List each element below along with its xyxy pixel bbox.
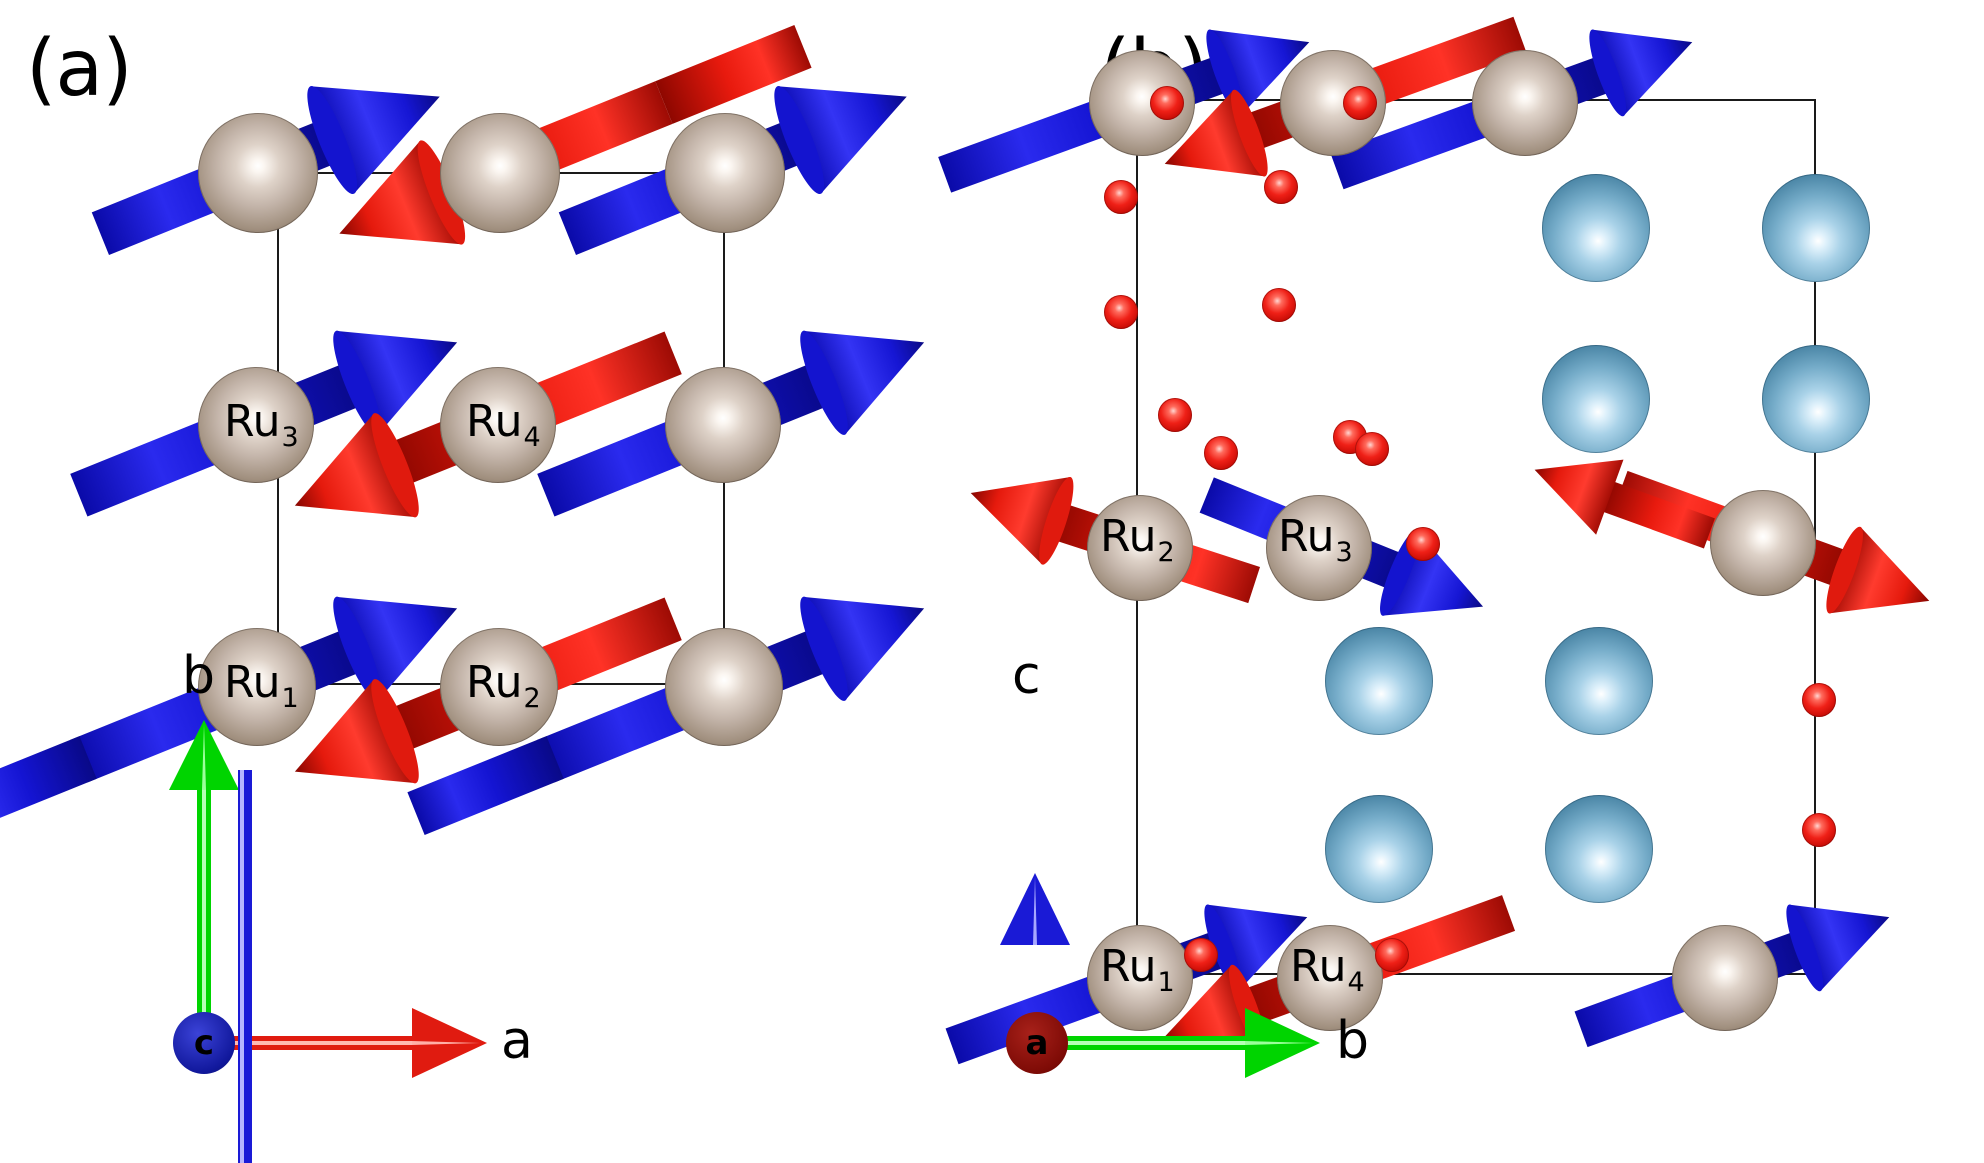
axis-arrow-a bbox=[204, 1008, 487, 1078]
atom-ca bbox=[1542, 174, 1650, 282]
atom-ru bbox=[198, 113, 318, 233]
atom-ru-3 bbox=[1266, 495, 1372, 601]
atom-ru-1 bbox=[1087, 925, 1193, 1031]
atom-ru-4 bbox=[440, 367, 556, 483]
atom-o bbox=[1262, 288, 1296, 322]
axis-arrow-c bbox=[238, 770, 1070, 1163]
atom-ru bbox=[1672, 925, 1778, 1031]
atom-o bbox=[1104, 180, 1138, 214]
atom-ru bbox=[1710, 490, 1816, 596]
atom-ru bbox=[665, 628, 783, 746]
atom-o bbox=[1375, 938, 1409, 972]
axis-label-b-panelb: b bbox=[1336, 1011, 1370, 1071]
axis-origin-a: a bbox=[1006, 1012, 1068, 1074]
atom-o bbox=[1355, 432, 1389, 466]
atom-o bbox=[1343, 86, 1377, 120]
atom-ca bbox=[1325, 795, 1433, 903]
atom-o bbox=[1158, 398, 1192, 432]
atom-ca bbox=[1545, 627, 1653, 735]
atom-ru bbox=[665, 113, 785, 233]
atom-ca bbox=[1542, 345, 1650, 453]
atom-o bbox=[1406, 527, 1440, 561]
atom-ru-2 bbox=[440, 628, 558, 746]
atom-o bbox=[1802, 813, 1836, 847]
atom-ru-2 bbox=[1087, 495, 1193, 601]
atom-ru-1 bbox=[198, 628, 316, 746]
atom-ca bbox=[1762, 174, 1870, 282]
atom-o bbox=[1150, 86, 1184, 120]
axis-label-c: c bbox=[1012, 646, 1041, 706]
atom-ca bbox=[1545, 795, 1653, 903]
axis-arrow-b bbox=[169, 720, 239, 1050]
axis-label-b: b bbox=[182, 646, 216, 706]
atom-ru bbox=[665, 367, 781, 483]
atom-o bbox=[1204, 436, 1238, 470]
axis-arrow-b-panelb bbox=[1037, 1008, 1320, 1078]
axis-label-a: a bbox=[501, 1011, 533, 1071]
atom-o bbox=[1184, 938, 1218, 972]
atom-ca bbox=[1762, 345, 1870, 453]
axis-origin-c: c bbox=[173, 1012, 235, 1074]
atom-ru bbox=[1472, 50, 1578, 156]
atom-ca bbox=[1325, 627, 1433, 735]
atom-o bbox=[1264, 170, 1298, 204]
atom-o bbox=[1802, 683, 1836, 717]
atom-ru bbox=[440, 113, 560, 233]
atom-ru-3 bbox=[198, 367, 314, 483]
atom-o bbox=[1104, 295, 1138, 329]
panel-a-caption: (a) bbox=[26, 24, 133, 114]
